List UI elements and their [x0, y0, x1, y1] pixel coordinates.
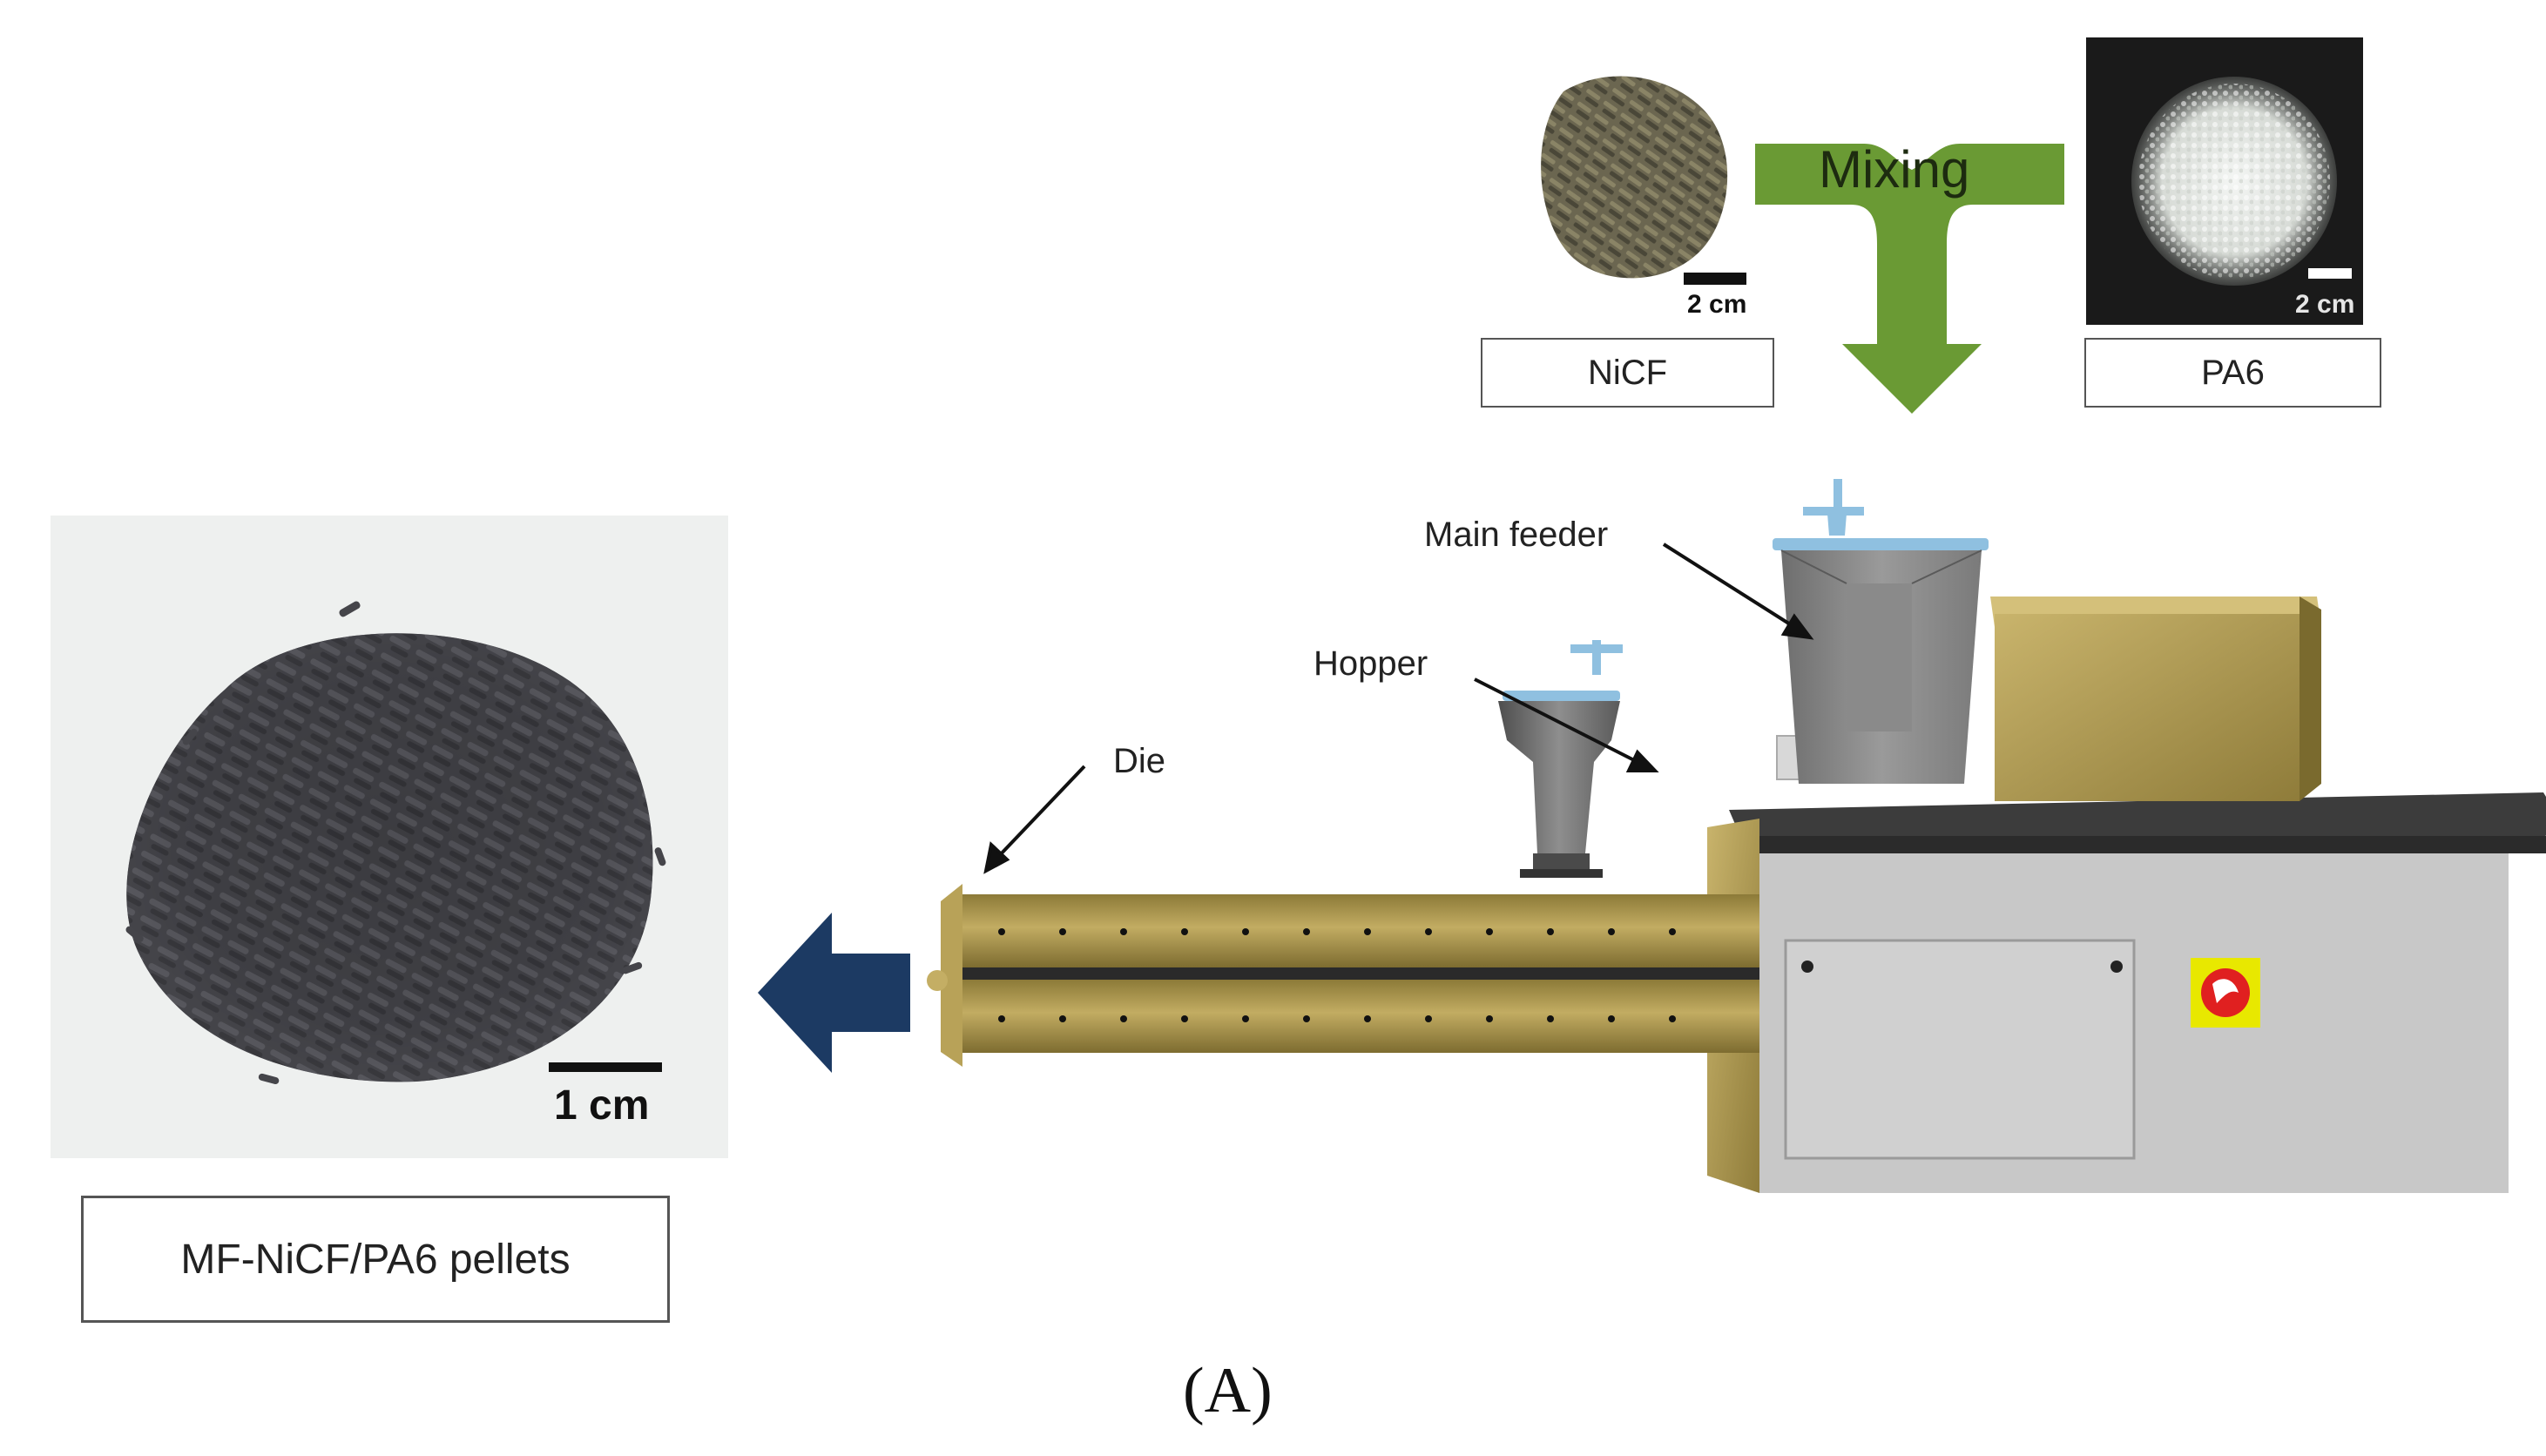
pellets-scale-label: 1 cm: [554, 1082, 650, 1129]
nicf-fiber-image: [1541, 76, 1746, 285]
pa6-granules-image: [2131, 77, 2352, 286]
main-feeder: [1773, 479, 1989, 784]
pellets-photo: 1 cm: [51, 516, 728, 1158]
pellets-label-box: MF-NiCF/PA6 pellets: [81, 1196, 670, 1323]
extruder-machine: [927, 479, 2546, 1193]
pa6-label: PA6: [2201, 353, 2265, 392]
pellets-scale-bar: [549, 1062, 662, 1072]
motor-box: [1990, 597, 2321, 801]
pa6-photo: 2 cm: [2086, 37, 2363, 325]
figure-caption: (A): [1183, 1355, 1273, 1426]
output-arrow: [758, 913, 910, 1073]
extruder-barrel: [927, 884, 1759, 1067]
nicf-scale-bar: [1684, 273, 1746, 285]
main-feeder-label: Main feeder: [1424, 516, 1609, 554]
hopper-label: Hopper: [1314, 644, 1428, 683]
nicf-photo: 2 cm: [1494, 39, 1773, 327]
machine-body: [1729, 792, 2546, 1193]
mixing-arrow: [1755, 144, 2064, 414]
hopper: [1498, 640, 1623, 878]
pellets-label: MF-NiCF/PA6 pellets: [180, 1236, 571, 1283]
annotation-arrows: [983, 543, 1814, 874]
pa6-scale-label: 2 cm: [2295, 290, 2355, 319]
die-label: Die: [1113, 742, 1166, 780]
nicf-scale-label: 2 cm: [1687, 290, 1747, 319]
pa6-scale-bar: [2308, 268, 2352, 279]
pa6-label-box: PA6: [2084, 338, 2381, 408]
pellet-pile-image: [125, 601, 666, 1085]
nicf-label: NiCF: [1587, 353, 1668, 392]
nicf-label-box: NiCF: [1481, 338, 1774, 408]
mixing-label: Mixing: [1819, 140, 1970, 199]
